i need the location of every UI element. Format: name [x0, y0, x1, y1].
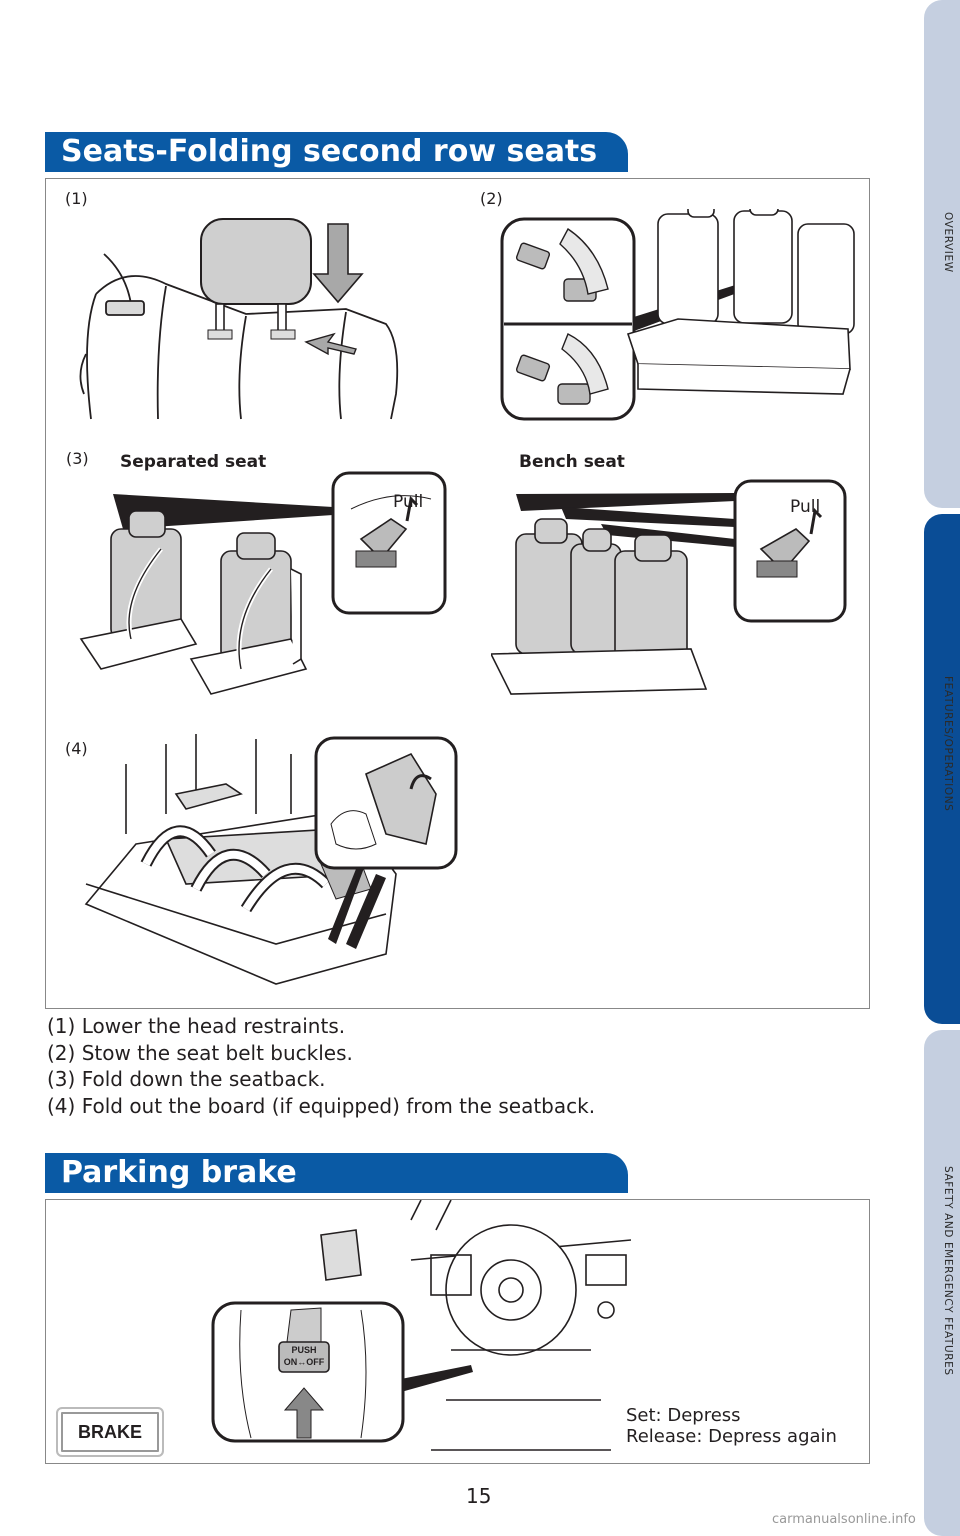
sidebar-tab-features-operations[interactable] [924, 514, 960, 1024]
bench-seat-illustration [491, 479, 847, 695]
step-2-text: (2) Stow the seat belt buckles. [47, 1040, 353, 1065]
seat-belt-buckle-illustration [500, 209, 855, 421]
parking-brake-pedal-illustration: PUSH ON↔OFF [211, 1200, 631, 1451]
step-4-text: (4) Fold out the board (if equipped) fro… [47, 1093, 596, 1118]
parking-brake-section-title: Parking brake [45, 1153, 628, 1193]
step2-figure-label: (2) [480, 189, 503, 208]
sidebar-tab-safety[interactable] [924, 1030, 960, 1536]
parking-brake-figure-panel: PUSH ON↔OFF [45, 1199, 870, 1464]
pull-label-separated: Pull [393, 492, 424, 512]
sidebar-tab-label-features: FEATURES/OPERATIONS [942, 676, 954, 812]
pull-label-bench: Pull [790, 497, 821, 517]
pedal-push-text: PUSH [291, 1345, 316, 1355]
bench-seat-label: Bench seat [519, 452, 625, 472]
sidebar-tab-label-safety: SAFETY AND EMERGENCY FEATURES [942, 1166, 954, 1376]
brake-indicator-badge: BRAKE [56, 1407, 164, 1457]
step3-figure-label: (3) [66, 449, 89, 468]
watermark: carmanualsonline.info [772, 1512, 916, 1527]
seats-section-title: Seats-Folding second row seats [45, 132, 628, 172]
parking-brake-note: Set: Depress Release: Depress again [626, 1405, 837, 1447]
step-3-text: (3) Fold down the seatback. [47, 1067, 326, 1091]
note-set-text: Set: Depress [626, 1405, 741, 1426]
sidebar-tab-label-overview: OVERVIEW [942, 212, 954, 273]
fold-out-board-illustration [84, 734, 458, 985]
sidebar-tab-overview[interactable] [924, 0, 960, 508]
note-release-text: Release: Depress again [626, 1426, 837, 1447]
step4-figure-label: (4) [65, 739, 88, 758]
step-1-text: (1) Lower the head restraints. [47, 1014, 346, 1038]
step1-figure-label: (1) [65, 189, 88, 208]
separated-seat-illustration [79, 471, 447, 695]
head-restraint-illustration [79, 218, 399, 420]
separated-seat-label: Separated seat [120, 452, 267, 472]
pedal-on-off-text: ON↔OFF [284, 1357, 325, 1367]
page-number: 15 [466, 1484, 492, 1508]
seats-steps-list: (1) Lower the head restraints. (2) Stow … [47, 1013, 595, 1119]
seats-figure-panel: (1) (2) (3) Separated seat Bench seat Pu… [45, 178, 870, 1009]
